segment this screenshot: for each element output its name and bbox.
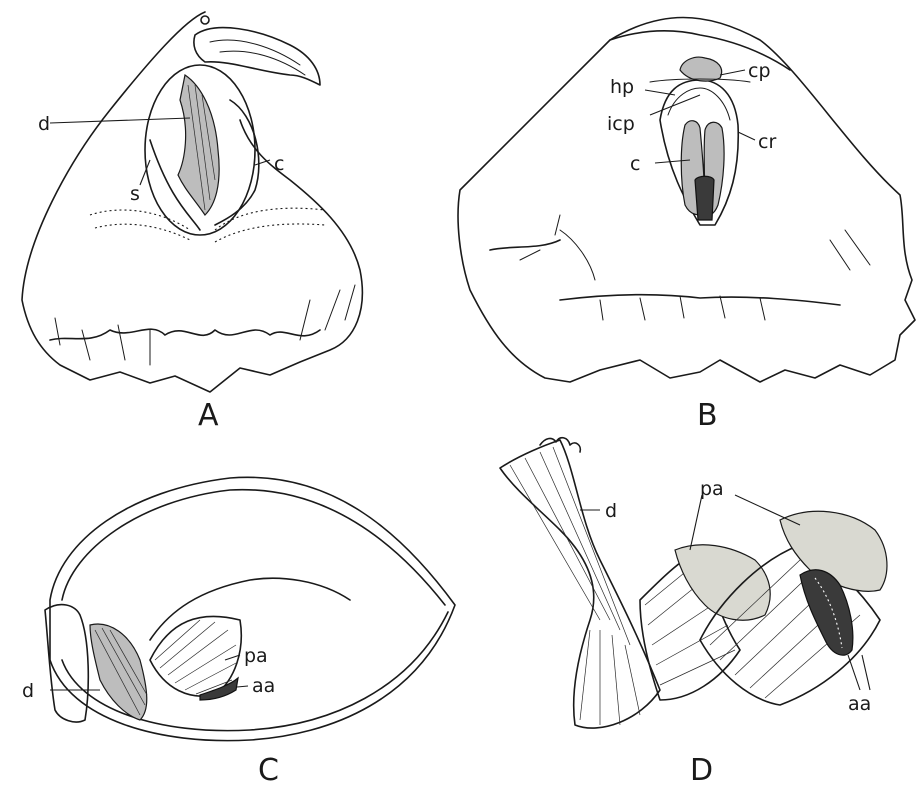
panel-b-cp	[680, 57, 722, 81]
panel-a-drawing: d s c A	[22, 12, 362, 433]
panel-b-label-cr: cr	[758, 131, 776, 153]
panel-a-label-d: d	[38, 113, 50, 135]
panel-a-letter: A	[198, 398, 219, 433]
panel-d-label-pa: pa	[700, 478, 724, 500]
panel-c-label-d: d	[22, 680, 34, 702]
panel-a-hinge	[201, 16, 209, 24]
panel-d-label-aa: aa	[848, 693, 871, 715]
panel-a-label-c: c	[274, 153, 284, 175]
panel-c-letter: C	[258, 753, 279, 788]
panel-b-label-c: c	[630, 153, 640, 175]
panel-b-drawing: cp hp icp cr c B	[458, 18, 915, 434]
panel-c-shell-outer	[50, 477, 455, 740]
panel-a-valve	[194, 28, 320, 85]
panel-a-label-s: s	[130, 183, 140, 205]
panel-a-lower-ruffle	[50, 329, 320, 340]
panel-c-drawing: d pa aa C	[22, 477, 455, 788]
panel-d-label-d: d	[605, 500, 617, 522]
panel-c-label-pa: pa	[244, 645, 268, 667]
panel-b-label-icp: icp	[607, 113, 635, 135]
panel-c-label-aa: aa	[252, 675, 275, 697]
panel-d-letter: D	[690, 753, 713, 788]
panel-a-muscle-d	[178, 75, 219, 215]
panel-b-letter: B	[697, 398, 718, 433]
panel-b-label-cp: cp	[748, 60, 771, 82]
panel-d-pa-lobe-left	[675, 545, 770, 620]
panel-b-label-hp: hp	[610, 76, 634, 98]
panel-d-drawing: d pa aa D	[500, 438, 887, 788]
panel-d-muscle-d	[500, 440, 660, 728]
panel-c-muscle-d	[90, 624, 147, 720]
